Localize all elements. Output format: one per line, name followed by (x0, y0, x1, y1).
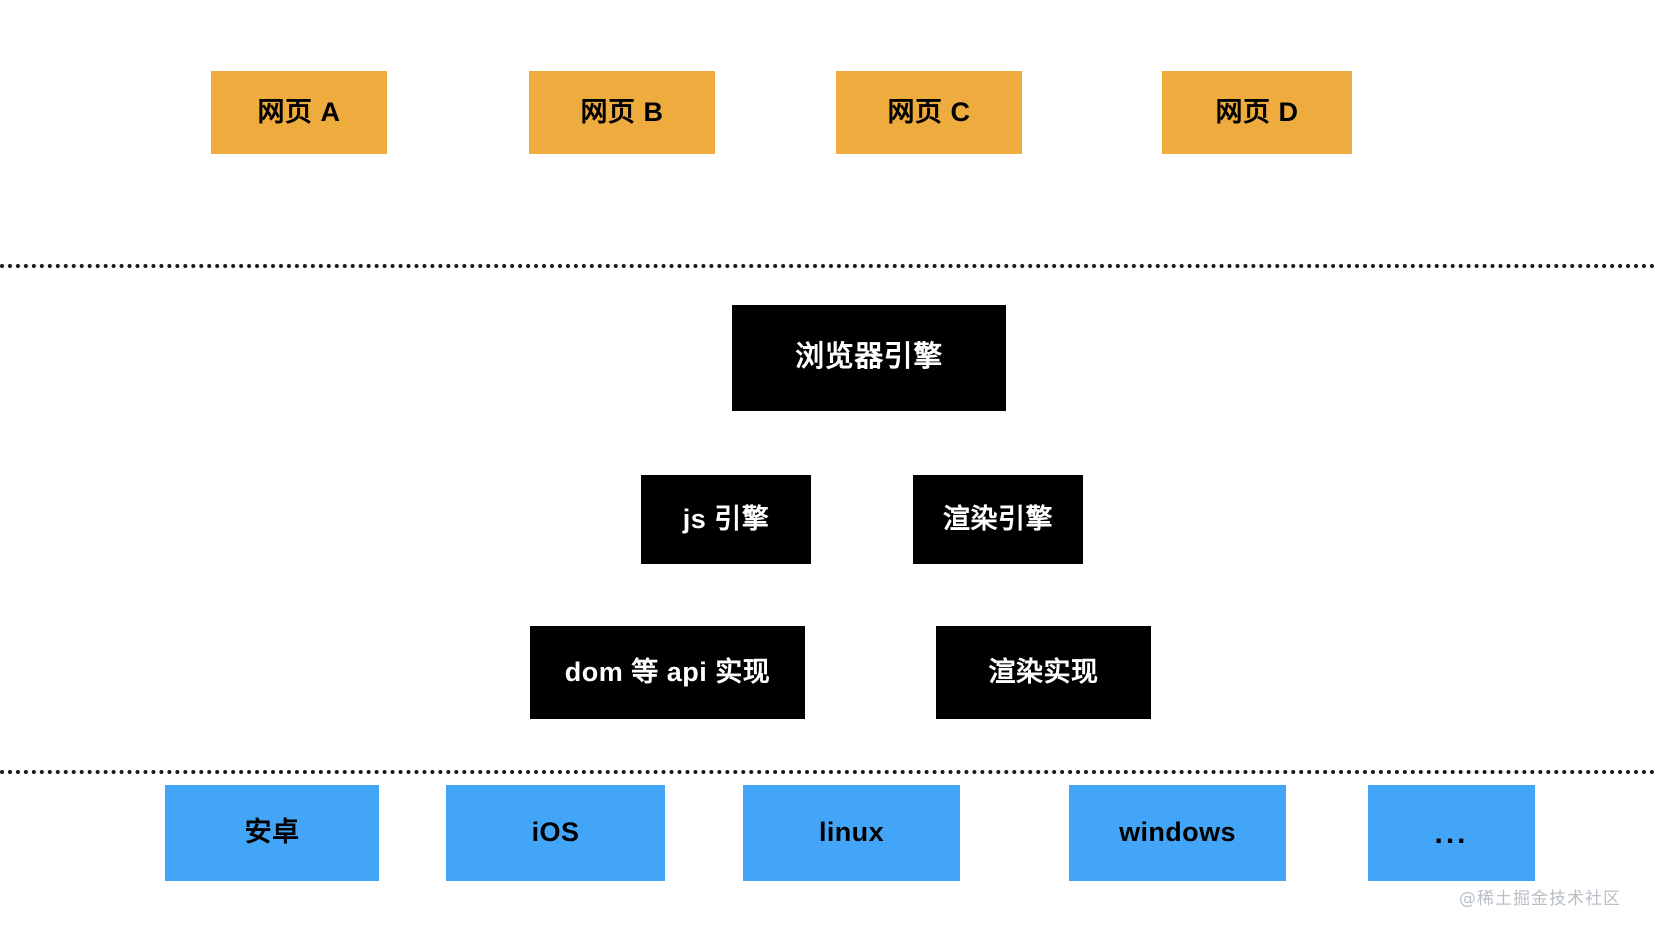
os-label-windows: windows (1119, 817, 1236, 848)
web-page-box-c[interactable]: 网页 C (836, 71, 1022, 154)
watermark: @稀土掘金技术社区 (1459, 889, 1621, 909)
render-engine-box[interactable]: 渲染引擎 (913, 475, 1083, 564)
os-box-ios[interactable]: iOS (446, 785, 665, 881)
os-box-windows[interactable]: windows (1069, 785, 1286, 881)
os-label-ios: iOS (531, 817, 580, 848)
render-impl-label: 渲染实现 (988, 656, 1099, 687)
web-page-box-b[interactable]: 网页 B (529, 71, 715, 154)
web-page-label-b: 网页 B (580, 96, 664, 127)
dom-api-impl-label: dom 等 api 实现 (564, 656, 771, 687)
os-label-more: ... (1434, 816, 1469, 850)
os-box-linux[interactable]: linux (743, 785, 960, 881)
render-impl-box[interactable]: 渲染实现 (936, 626, 1151, 719)
os-box-more[interactable]: ... (1368, 785, 1535, 881)
js-engine-box[interactable]: js 引擎 (641, 475, 811, 564)
js-engine-label: js 引擎 (682, 503, 770, 534)
browser-engine-box[interactable]: 浏览器引擎 (732, 305, 1006, 411)
web-page-box-d[interactable]: 网页 D (1162, 71, 1352, 154)
web-page-label-d: 网页 D (1215, 96, 1299, 127)
dom-api-impl-box[interactable]: dom 等 api 实现 (530, 626, 805, 719)
web-page-label-c: 网页 C (887, 96, 971, 127)
browser-engine-label: 浏览器引擎 (795, 341, 943, 374)
web-engine-divider (0, 264, 1656, 268)
os-label-android: 安卓 (244, 817, 300, 848)
web-page-label-a: 网页 A (257, 96, 341, 127)
engine-os-divider (0, 770, 1656, 774)
os-label-linux: linux (818, 817, 884, 848)
os-box-android[interactable]: 安卓 (165, 785, 379, 881)
render-engine-label: 渲染引擎 (943, 503, 1053, 534)
web-page-box-a[interactable]: 网页 A (211, 71, 387, 154)
